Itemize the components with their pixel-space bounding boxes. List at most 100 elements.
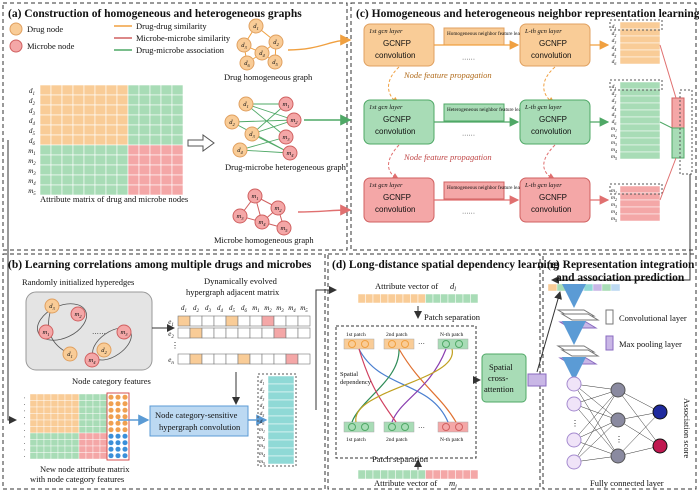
matrix-cell: [105, 114, 118, 126]
association-score-label: Association score: [682, 398, 692, 458]
node-label: d1: [181, 304, 187, 314]
patch-top: [437, 338, 469, 350]
node-label: d1: [612, 84, 617, 91]
matrix-cell: [29, 393, 38, 401]
drug-graph-flow-arrow: [287, 34, 352, 51]
fc-edge: [573, 419, 619, 441]
adjacency-cell: [201, 353, 215, 365]
matrix-cell: [57, 406, 66, 414]
new-node-attribute-matrix: ••••••••••: [24, 392, 130, 461]
row-tick: •: [24, 409, 26, 413]
matrix-cell: [149, 154, 162, 166]
spatial-dependency-curve: [351, 348, 400, 423]
matrix-cell: [29, 426, 38, 434]
matrix-cell: [171, 84, 184, 96]
patch-node: [442, 423, 450, 431]
matrix-cell: [149, 124, 162, 136]
matrix-cell: [39, 164, 52, 176]
node-label: d5: [29, 127, 36, 137]
category-feature-cell: [108, 400, 114, 407]
convolution-label: convolution: [531, 51, 571, 60]
patch-label-top: N-th patch: [440, 332, 464, 338]
node-label: m4: [259, 451, 265, 458]
node-label: e1: [168, 318, 174, 328]
matrix-cell: [43, 400, 52, 408]
patch-node: [401, 340, 409, 348]
dynamic-label-2: hypergraph adjacent matrix: [186, 287, 280, 297]
matrix-cell: [36, 419, 45, 427]
matrix-cell: [61, 144, 74, 156]
matrix-cell: [92, 413, 101, 421]
vector-cell: [619, 185, 661, 194]
adjacency-cell: [273, 315, 287, 327]
homo-feature-box-microbe: [443, 181, 505, 200]
panel-b-frame: [2, 253, 326, 490]
patch-node: [442, 340, 450, 348]
attribute-vector-microbe: [357, 469, 479, 480]
attribute-cell: [447, 293, 456, 304]
patch-node: [401, 423, 409, 431]
matrix-cell: [72, 174, 85, 186]
matrix-cell: [71, 426, 80, 434]
graph-node: [254, 214, 270, 230]
category-feature-cell: [115, 446, 121, 453]
gcnfp-label: GCNFP: [383, 193, 411, 202]
patch-label-bottom: 1st patch: [346, 437, 366, 443]
patch-dots: ···: [418, 424, 425, 432]
matrix-cell: [39, 154, 52, 166]
spatial-dependency-box: [335, 325, 477, 459]
matrix-cell: [83, 154, 96, 166]
matrix-cell: [50, 144, 63, 156]
matrix-cell: [105, 104, 118, 116]
node-label: m2: [611, 195, 617, 202]
graph-node: [238, 96, 254, 112]
fc-edge: [573, 383, 619, 457]
graph-node: [232, 208, 248, 224]
node-label: m4: [287, 150, 295, 158]
matrix-cell: [99, 439, 108, 447]
adjacency-cell: [201, 327, 215, 339]
spatial-dep-label-1: Spatial: [340, 371, 358, 378]
spatial-dependency-curve: [391, 348, 447, 423]
attribute-matrix-caption: Attribute matrix of drug and microbe nod…: [40, 194, 188, 204]
matrix-cell: [149, 104, 162, 116]
graph-node: [278, 96, 294, 112]
patch-node: [361, 340, 369, 348]
fc-edge: [617, 411, 661, 457]
matrix-cell: [94, 154, 107, 166]
patch-label-bottom: N-th patch: [440, 437, 464, 443]
concat-link-2: [659, 121, 673, 129]
matrix-cell: [149, 84, 162, 96]
category-feature-cell: [108, 394, 114, 401]
matrix-cell: [94, 94, 107, 106]
attribute-cell: [432, 293, 441, 304]
node-label: d6: [612, 119, 617, 126]
matrix-cell: [39, 84, 52, 96]
matrix-cell: [72, 84, 85, 96]
matrix-cell: [171, 174, 184, 186]
matrix-cell: [61, 114, 74, 126]
graph-edge: [231, 119, 295, 123]
matrix-cell: [64, 452, 73, 460]
fc-hidden-neuron: [610, 382, 626, 398]
matrix-cell: [92, 406, 101, 414]
row-tick: •: [24, 403, 26, 407]
fc-input-neuron: [566, 396, 582, 412]
node-label: d4: [259, 50, 265, 58]
adjacency-cell: [237, 327, 251, 339]
lth-layer-label: L-th gcn layer: [524, 28, 562, 35]
random-init-label: Randomly initialized hyperedges: [22, 277, 134, 287]
matrix-cell: [138, 164, 151, 176]
graph-node: [267, 54, 283, 70]
matrix-cell: [99, 452, 108, 460]
node-label: d1: [243, 101, 249, 109]
matrix-cell: [171, 114, 184, 126]
graph-node: [248, 18, 264, 34]
matrix-cell: [61, 154, 74, 166]
adjacency-cell: [261, 315, 275, 327]
attribute-cell: [462, 293, 471, 304]
conv-label-1: Node category-sensitive: [155, 410, 238, 420]
category-feature-cell: [122, 446, 128, 453]
